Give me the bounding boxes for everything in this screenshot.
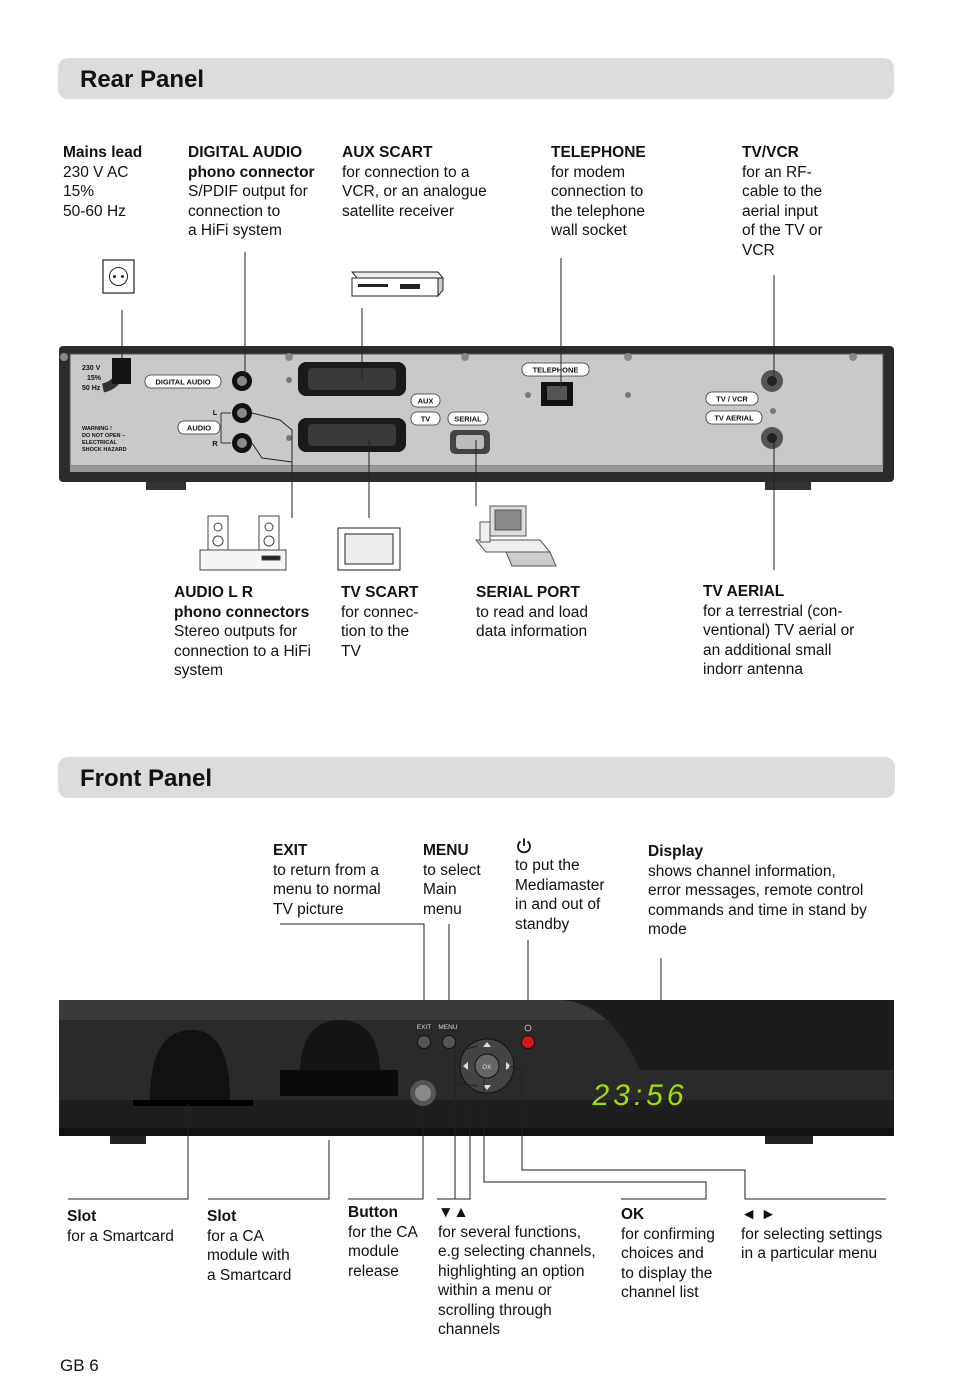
rear-warning-4: SHOCK HAZARD bbox=[82, 447, 127, 453]
vcr-icon bbox=[350, 271, 445, 298]
label-power: to put the Mediamaster in and out of sta… bbox=[515, 837, 605, 934]
power-icon bbox=[517, 838, 531, 854]
rear-digital-audio-tag: DIGITAL AUDIO bbox=[155, 378, 210, 387]
label-audio-lr: AUDIO L R phono connectors Stereo output… bbox=[174, 584, 311, 679]
rear-panel-title: Rear Panel bbox=[80, 66, 205, 93]
receiver-front-body bbox=[59, 1000, 894, 1144]
label-up-down: ▼▲ for several functions, e.g selecting … bbox=[438, 1204, 596, 1338]
label-telephone: TELEPHONE for modem connection to the te… bbox=[551, 144, 646, 239]
label-left-right: ◄ ► for selecting settings in a particul… bbox=[741, 1206, 883, 1262]
rear-panel-illustration: 230 V 15% 50 Hz WARNING ! DO NOT OPEN – … bbox=[59, 252, 894, 571]
rear-audio-tag: AUDIO bbox=[187, 424, 211, 433]
front-panel-banner: Front Panel bbox=[58, 757, 895, 798]
label-menu: MENU to select Main menu bbox=[423, 842, 481, 918]
label-tv-scart: TV SCART for connec- tion to the TV bbox=[341, 584, 419, 660]
label-tv-vcr: TV/VCR for an RF- cable to the aerial in… bbox=[742, 144, 823, 259]
rear-percent: 15% bbox=[87, 375, 102, 382]
rear-aux-tag: AUX bbox=[418, 397, 434, 406]
hifi-system-icon bbox=[199, 515, 287, 571]
page-number: GB 6 bbox=[60, 1356, 99, 1375]
rear-tv-vcr-tag: TV / VCR bbox=[716, 395, 748, 404]
front-menu-tag: MENU bbox=[438, 1024, 457, 1031]
label-aux-scart: AUX SCART for connection to a VCR, or an… bbox=[342, 144, 487, 220]
label-ok: OK for confirming choices and to display… bbox=[621, 1206, 715, 1301]
front-bottom-leader-lines bbox=[68, 1045, 886, 1200]
front-panel-title: Front Panel bbox=[80, 765, 213, 792]
rear-warning-3: ELECTRICAL bbox=[82, 440, 117, 446]
rear-r-tag: R bbox=[212, 439, 218, 448]
computer-icon bbox=[474, 505, 557, 567]
front-exit-tag: EXIT bbox=[417, 1024, 431, 1031]
rear-voltage: 230 V bbox=[82, 365, 101, 372]
power-socket-icon bbox=[102, 259, 135, 294]
rear-telephone-tag: TELEPHONE bbox=[533, 366, 579, 375]
rear-tv-tag: TV bbox=[421, 415, 431, 424]
rear-panel-banner: Rear Panel bbox=[58, 58, 894, 99]
rear-warning-1: WARNING ! bbox=[82, 426, 112, 432]
label-exit: EXIT to return from a menu to normal TV … bbox=[273, 842, 381, 918]
label-slot-smartcard: Slot for a Smartcard bbox=[67, 1208, 174, 1245]
rear-warning-2: DO NOT OPEN – bbox=[82, 433, 125, 439]
rear-leader-lines bbox=[121, 252, 775, 570]
rear-serial-tag: SERIAL bbox=[454, 415, 482, 424]
tv-icon bbox=[337, 527, 401, 571]
rear-device-text: 230 V 15% 50 Hz WARNING ! DO NOT OPEN – … bbox=[82, 365, 127, 453]
rear-tv-aerial-tag: TV AERIAL bbox=[714, 414, 754, 423]
rear-l-tag: L bbox=[213, 408, 218, 417]
front-ok-tag: OK bbox=[482, 1064, 492, 1071]
label-mains-lead: Mains lead 230 V AC 15% 50-60 Hz bbox=[63, 144, 143, 220]
label-ca-release-button: Button for the CA module release bbox=[348, 1204, 418, 1280]
rear-hz: 50 Hz bbox=[82, 385, 101, 392]
label-serial-port: SERIAL PORT to read and load data inform… bbox=[476, 584, 589, 640]
front-display-time: 23:56 bbox=[591, 1079, 687, 1112]
label-slot-ca-module: Slot for a CA module with a Smartcard bbox=[207, 1208, 292, 1284]
label-tv-aerial: TV AERIAL for a terrestrial (con- ventio… bbox=[703, 583, 855, 678]
label-digital-audio: DIGITAL AUDIO phono connector S/PDIF out… bbox=[188, 144, 315, 239]
front-panel-illustration: EXIT MENU OK 23:56 bbox=[59, 923, 894, 1200]
label-display: Display shows channel information, error… bbox=[648, 843, 867, 938]
